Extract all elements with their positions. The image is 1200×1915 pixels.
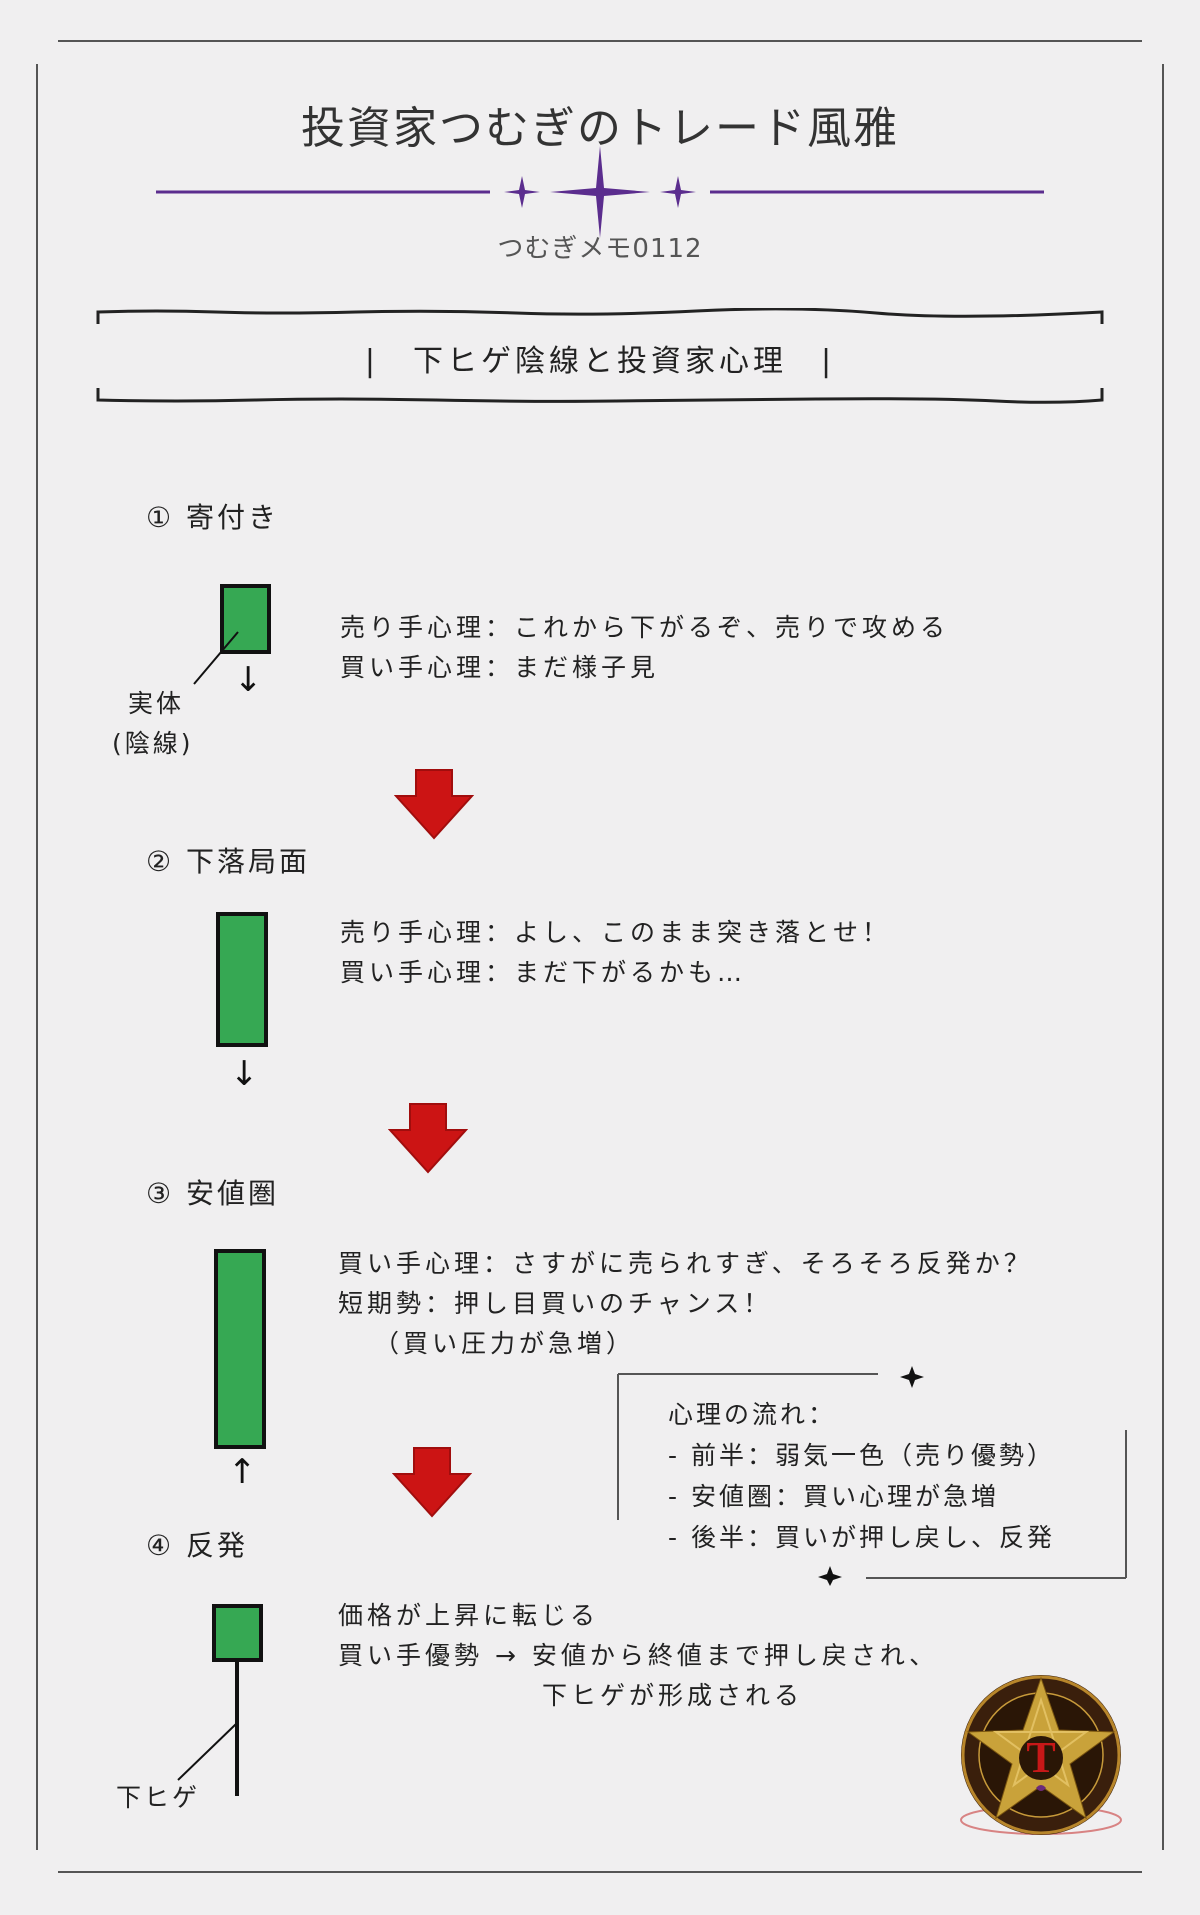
logo-letter: T: [1026, 1733, 1055, 1782]
step-3-up-arrow: ↑: [228, 1452, 257, 1492]
frame-right-line: [1162, 64, 1164, 1850]
flow-box-item-1: - 前半：弱気一色（売り優勢）: [668, 1441, 1055, 1470]
frame-left-line: [36, 64, 38, 1850]
flow-arrow-3-icon: [392, 1447, 472, 1518]
flow-box-item-2: - 安値圏：買い心理が急増: [668, 1482, 999, 1511]
banner-title: | 下ヒゲ陰線と投資家心理 |: [364, 344, 836, 379]
page-subtitle: つむぎメモ0112: [497, 234, 703, 264]
flow-arrow-1-icon: [394, 769, 474, 840]
step-3-line-3: （買い圧力が急増）: [374, 1329, 636, 1358]
title-ornament: [156, 146, 1044, 238]
frame-top-line: [58, 40, 1142, 42]
step-1-line-1: 売り手心理：これから下がるぞ、売りで攻める: [340, 613, 950, 642]
step-4-heading: ④ 反発: [146, 1529, 249, 1562]
step-1-body-sublabel: (陰線): [112, 729, 194, 758]
flow-box-title: 心理の流れ：: [668, 1400, 837, 1429]
step-2-line-1: 売り手心理：よし、このまま突き落とせ！: [340, 918, 892, 947]
step-1-heading: ① 寄付き: [146, 501, 280, 534]
banner-frame: [96, 308, 1104, 404]
step-2-candle-body: [216, 912, 268, 1047]
step-4-lower-wick: [235, 1660, 239, 1796]
step-3-candle-body: [214, 1249, 266, 1449]
frame-bottom-line: [58, 1871, 1142, 1873]
step-1-body-label: 実体: [128, 689, 185, 718]
step-4-line-1: 価格が上昇に転じる: [338, 1601, 600, 1630]
step-4-wick-label: 下ヒゲ: [116, 1783, 201, 1812]
step-4-wick-pointer: [177, 1723, 237, 1781]
step-3-line-2: 短期勢：押し目買いのチャンス！: [338, 1289, 773, 1318]
step-1-line-2: 買い手心理：まだ様子見: [340, 653, 660, 682]
step-2-line-2: 買い手心理：まだ下がるかも…: [340, 958, 747, 987]
step-2-heading: ② 下落局面: [146, 845, 311, 878]
flow-box-item-3: - 後半：買いが押し戻し、反発: [668, 1523, 1055, 1552]
step-3-heading: ③ 安値圏: [146, 1177, 280, 1210]
step-4-line-2: 買い手優勢 → 安値から終値まで押し戻され、: [338, 1641, 939, 1670]
brand-logo: T: [960, 1675, 1122, 1835]
step-4-candle-body: [212, 1604, 263, 1662]
step-4-line-3: 下ヒゲが形成される: [542, 1681, 804, 1710]
page-title: 投資家つむぎのトレード風雅: [301, 103, 899, 154]
step-2-down-arrow: ↓: [230, 1054, 259, 1094]
flow-arrow-2-icon: [388, 1103, 468, 1174]
flow-box-frame: [617, 1366, 1127, 1586]
step-1-body-pointer: [193, 631, 239, 685]
step-1-down-arrow: ↓: [234, 660, 263, 700]
step-3-line-1: 買い手心理：さすがに売られすぎ、そろそろ反発か？: [338, 1249, 1033, 1278]
